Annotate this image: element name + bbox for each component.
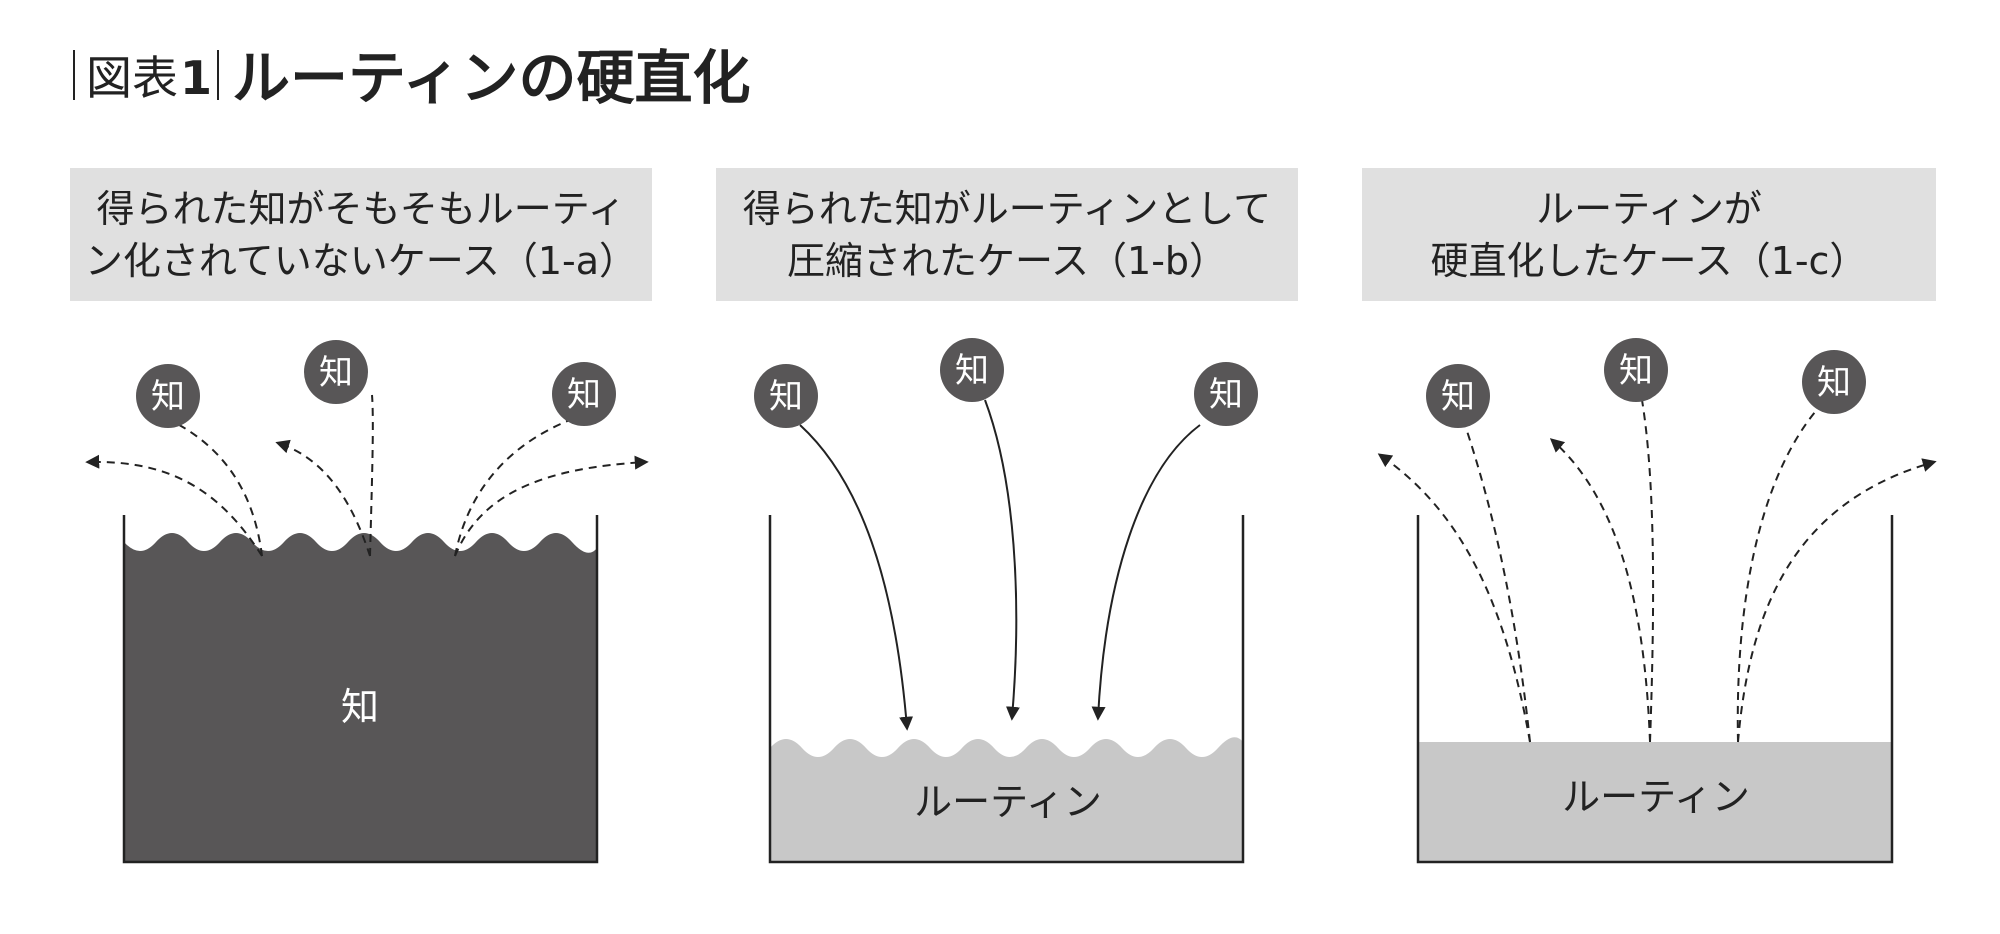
svg-text:知: 知 [1441,377,1475,417]
caption-line-1: 得られた知がルーティンとして [743,187,1272,231]
knowledge-bubble: 知 [1426,364,1490,428]
svg-text:知: 知 [769,377,803,417]
outflow-arrow [454,455,649,557]
caption-line-1: ルーティンが [1536,187,1762,231]
outflow-arrow [275,439,371,557]
routine-fill-light [770,737,1243,862]
figure-label: 図表 [86,51,178,105]
caption-box [1362,168,1936,301]
outflow-arrow [1737,458,1937,743]
container-outline [768,515,1245,864]
inflow-arrow [984,399,1020,721]
figure-number: 1 [180,51,212,105]
outflow-arrow [1377,453,1531,743]
knowledge-bubble: 知 [1194,362,1258,426]
inflow-arrow [1091,424,1201,721]
fill-label: 知 [341,685,379,729]
container-outline [122,515,599,864]
fill-label: ルーティン [1562,775,1750,819]
bubble-link [454,419,571,557]
inflow-arrow [799,424,914,731]
bubble-link [1641,399,1655,743]
svg-text:知: 知 [151,377,185,417]
knowledge-fill-dark [124,533,597,862]
svg-text:知: 知 [1209,375,1243,415]
knowledge-bubble: 知 [754,364,818,428]
knowledge-bubble: 知 [1604,338,1668,402]
fill-label: ルーティン [914,780,1102,824]
svg-text:知: 知 [319,353,353,393]
caption-box [716,168,1298,301]
figure-title: ルーティンの硬直化 [232,44,751,112]
svg-text:知: 知 [567,375,601,415]
outflow-arrow [85,454,263,557]
caption-line-2: 圧縮されたケース（1-b） [787,239,1227,283]
svg-text:知: 知 [1619,351,1653,391]
outflow-arrow [1549,438,1651,743]
bubble-link [1464,424,1531,743]
caption-line-1: 得られた知がそもそもルーティ [97,187,626,231]
bubble-link [169,419,263,557]
container-outline [1416,515,1894,864]
bubble-link [1736,411,1816,743]
svg-text:知: 知 [955,351,989,391]
figure-header: 図表 1 ルーティンの硬直化 [73,44,751,112]
caption-line-2: ン化されていないケース（1-a） [85,239,637,283]
routine-fill-flat [1418,742,1892,862]
knowledge-bubble: 知 [552,362,616,426]
knowledge-bubble: 知 [940,338,1004,402]
caption-line-2: 硬直化したケース（1-c） [1431,239,1868,283]
knowledge-bubble: 知 [304,340,368,404]
svg-text:知: 知 [1817,363,1851,403]
knowledge-bubble: 知 [1802,350,1866,414]
caption-box [70,168,652,301]
panel-1b: 得られた知がルーティンとして 圧縮されたケース（1-b） ルーティン 知 知 知 [716,168,1298,864]
panel-1c: ルーティンが 硬直化したケース（1-c） ルーティン 知 知 知 [1362,168,1937,864]
panel-1a: 得られた知がそもそもルーティ ン化されていないケース（1-a） 知 知 知 知 [70,168,652,864]
knowledge-bubble: 知 [136,364,200,428]
bubble-link [369,394,374,557]
